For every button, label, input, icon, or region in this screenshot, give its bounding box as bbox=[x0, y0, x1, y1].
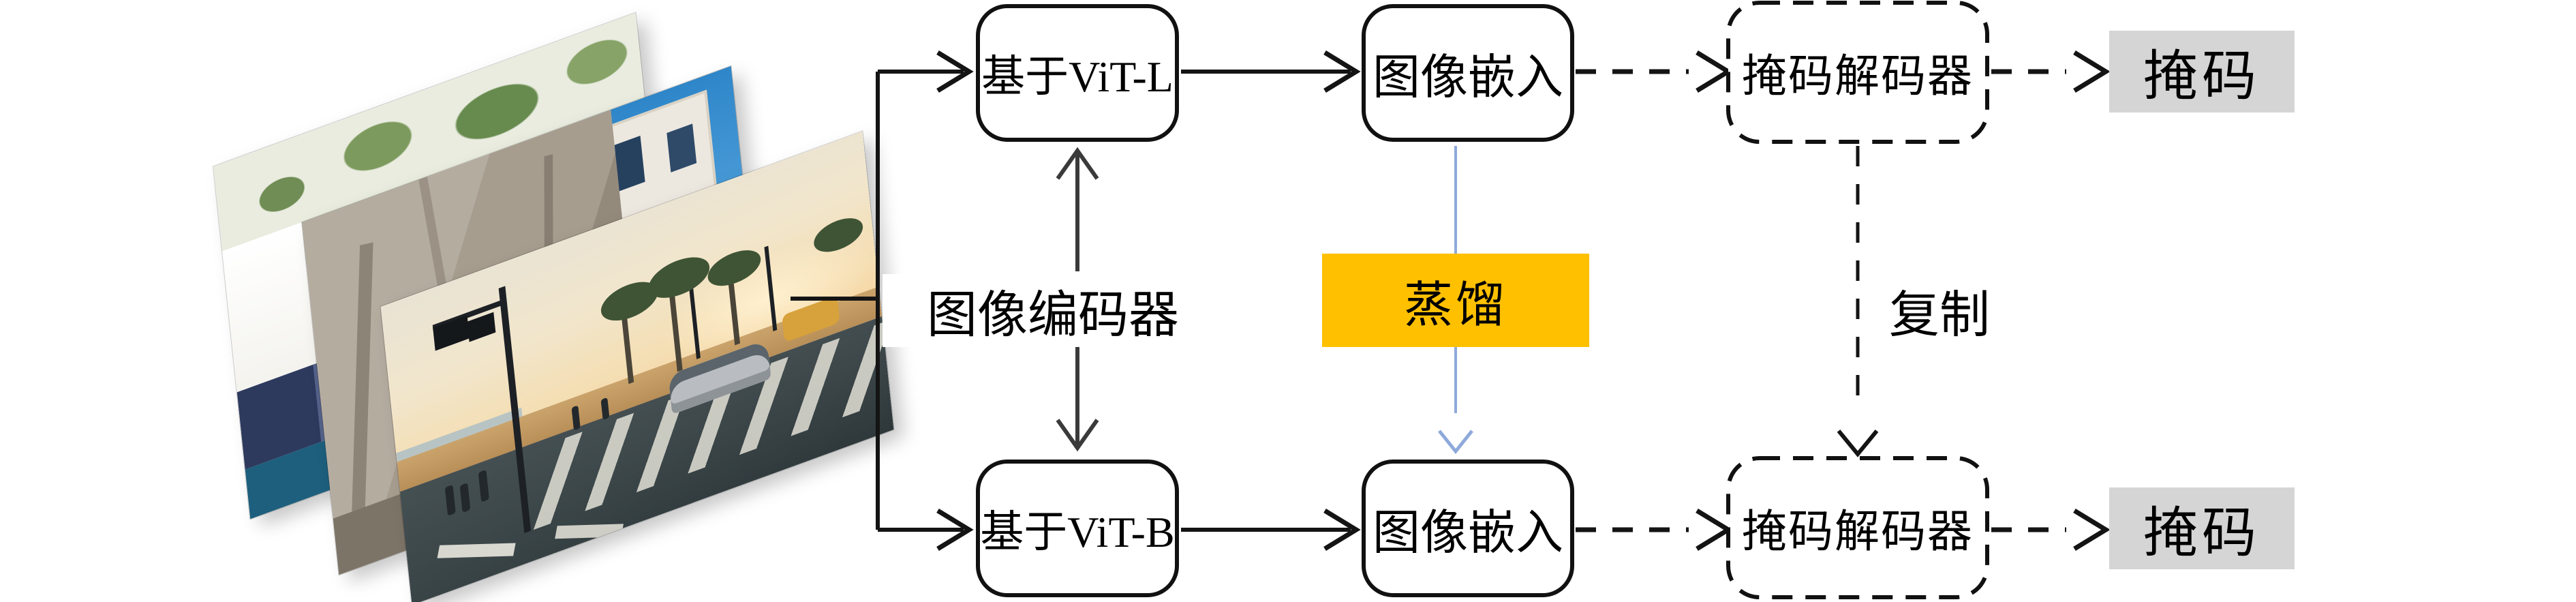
box-label: 基于ViT-L bbox=[981, 52, 1174, 101]
box-label: 基于ViT-B bbox=[980, 508, 1175, 556]
mask-output-bottom: 掩码 bbox=[2109, 487, 2295, 569]
distillation-label: 蒸馏 bbox=[1403, 278, 1507, 333]
arrowhead-icon bbox=[936, 509, 974, 551]
distillation-box: 蒸馏 bbox=[1322, 254, 1589, 347]
arrowhead-icon bbox=[1323, 509, 1361, 551]
arrowhead-icon bbox=[1323, 50, 1361, 93]
mask-decoder-box-bottom-border bbox=[1726, 456, 1989, 599]
chip-label: 掩码 bbox=[2143, 504, 2260, 564]
image-embedding-box-bottom: 图像嵌入 bbox=[1362, 460, 1574, 597]
arrowhead-icon bbox=[936, 50, 974, 93]
box-label: 掩码解码器 bbox=[1742, 507, 1974, 557]
arrowhead-icon bbox=[1438, 430, 1473, 455]
vit-l-encoder-box: 基于ViT-L bbox=[976, 4, 1179, 142]
mask-decoder-box-top: 掩码解码器 bbox=[1728, 3, 1987, 142]
mask-decoder-box-top-border bbox=[1726, 1, 1989, 144]
copy-label: 复制 bbox=[1878, 274, 2001, 347]
chip-label: 掩码 bbox=[2143, 47, 2260, 107]
mask-output-top: 掩码 bbox=[2109, 31, 2295, 112]
image-encoder-label: 图像编码器 bbox=[883, 274, 1223, 347]
arrowhead-icon bbox=[2073, 509, 2111, 551]
box-label: 图像嵌入 bbox=[1373, 507, 1563, 560]
arrowhead-icon bbox=[2073, 50, 2111, 93]
image-embedding-box-top: 图像嵌入 bbox=[1362, 4, 1574, 142]
box-label: 掩码解码器 bbox=[1742, 52, 1974, 102]
mask-decoder-box-bottom: 掩码解码器 bbox=[1728, 458, 1987, 597]
arrowhead-icon bbox=[1837, 430, 1879, 457]
input-trunk-line bbox=[791, 72, 880, 530]
arrowhead-icon bbox=[1696, 509, 1733, 551]
box-label: 图像嵌入 bbox=[1373, 51, 1563, 104]
vit-b-encoder-box: 基于ViT-B bbox=[976, 460, 1179, 597]
double-arrowhead-icon bbox=[1056, 147, 1099, 452]
arrowhead-icon bbox=[1696, 50, 1733, 93]
